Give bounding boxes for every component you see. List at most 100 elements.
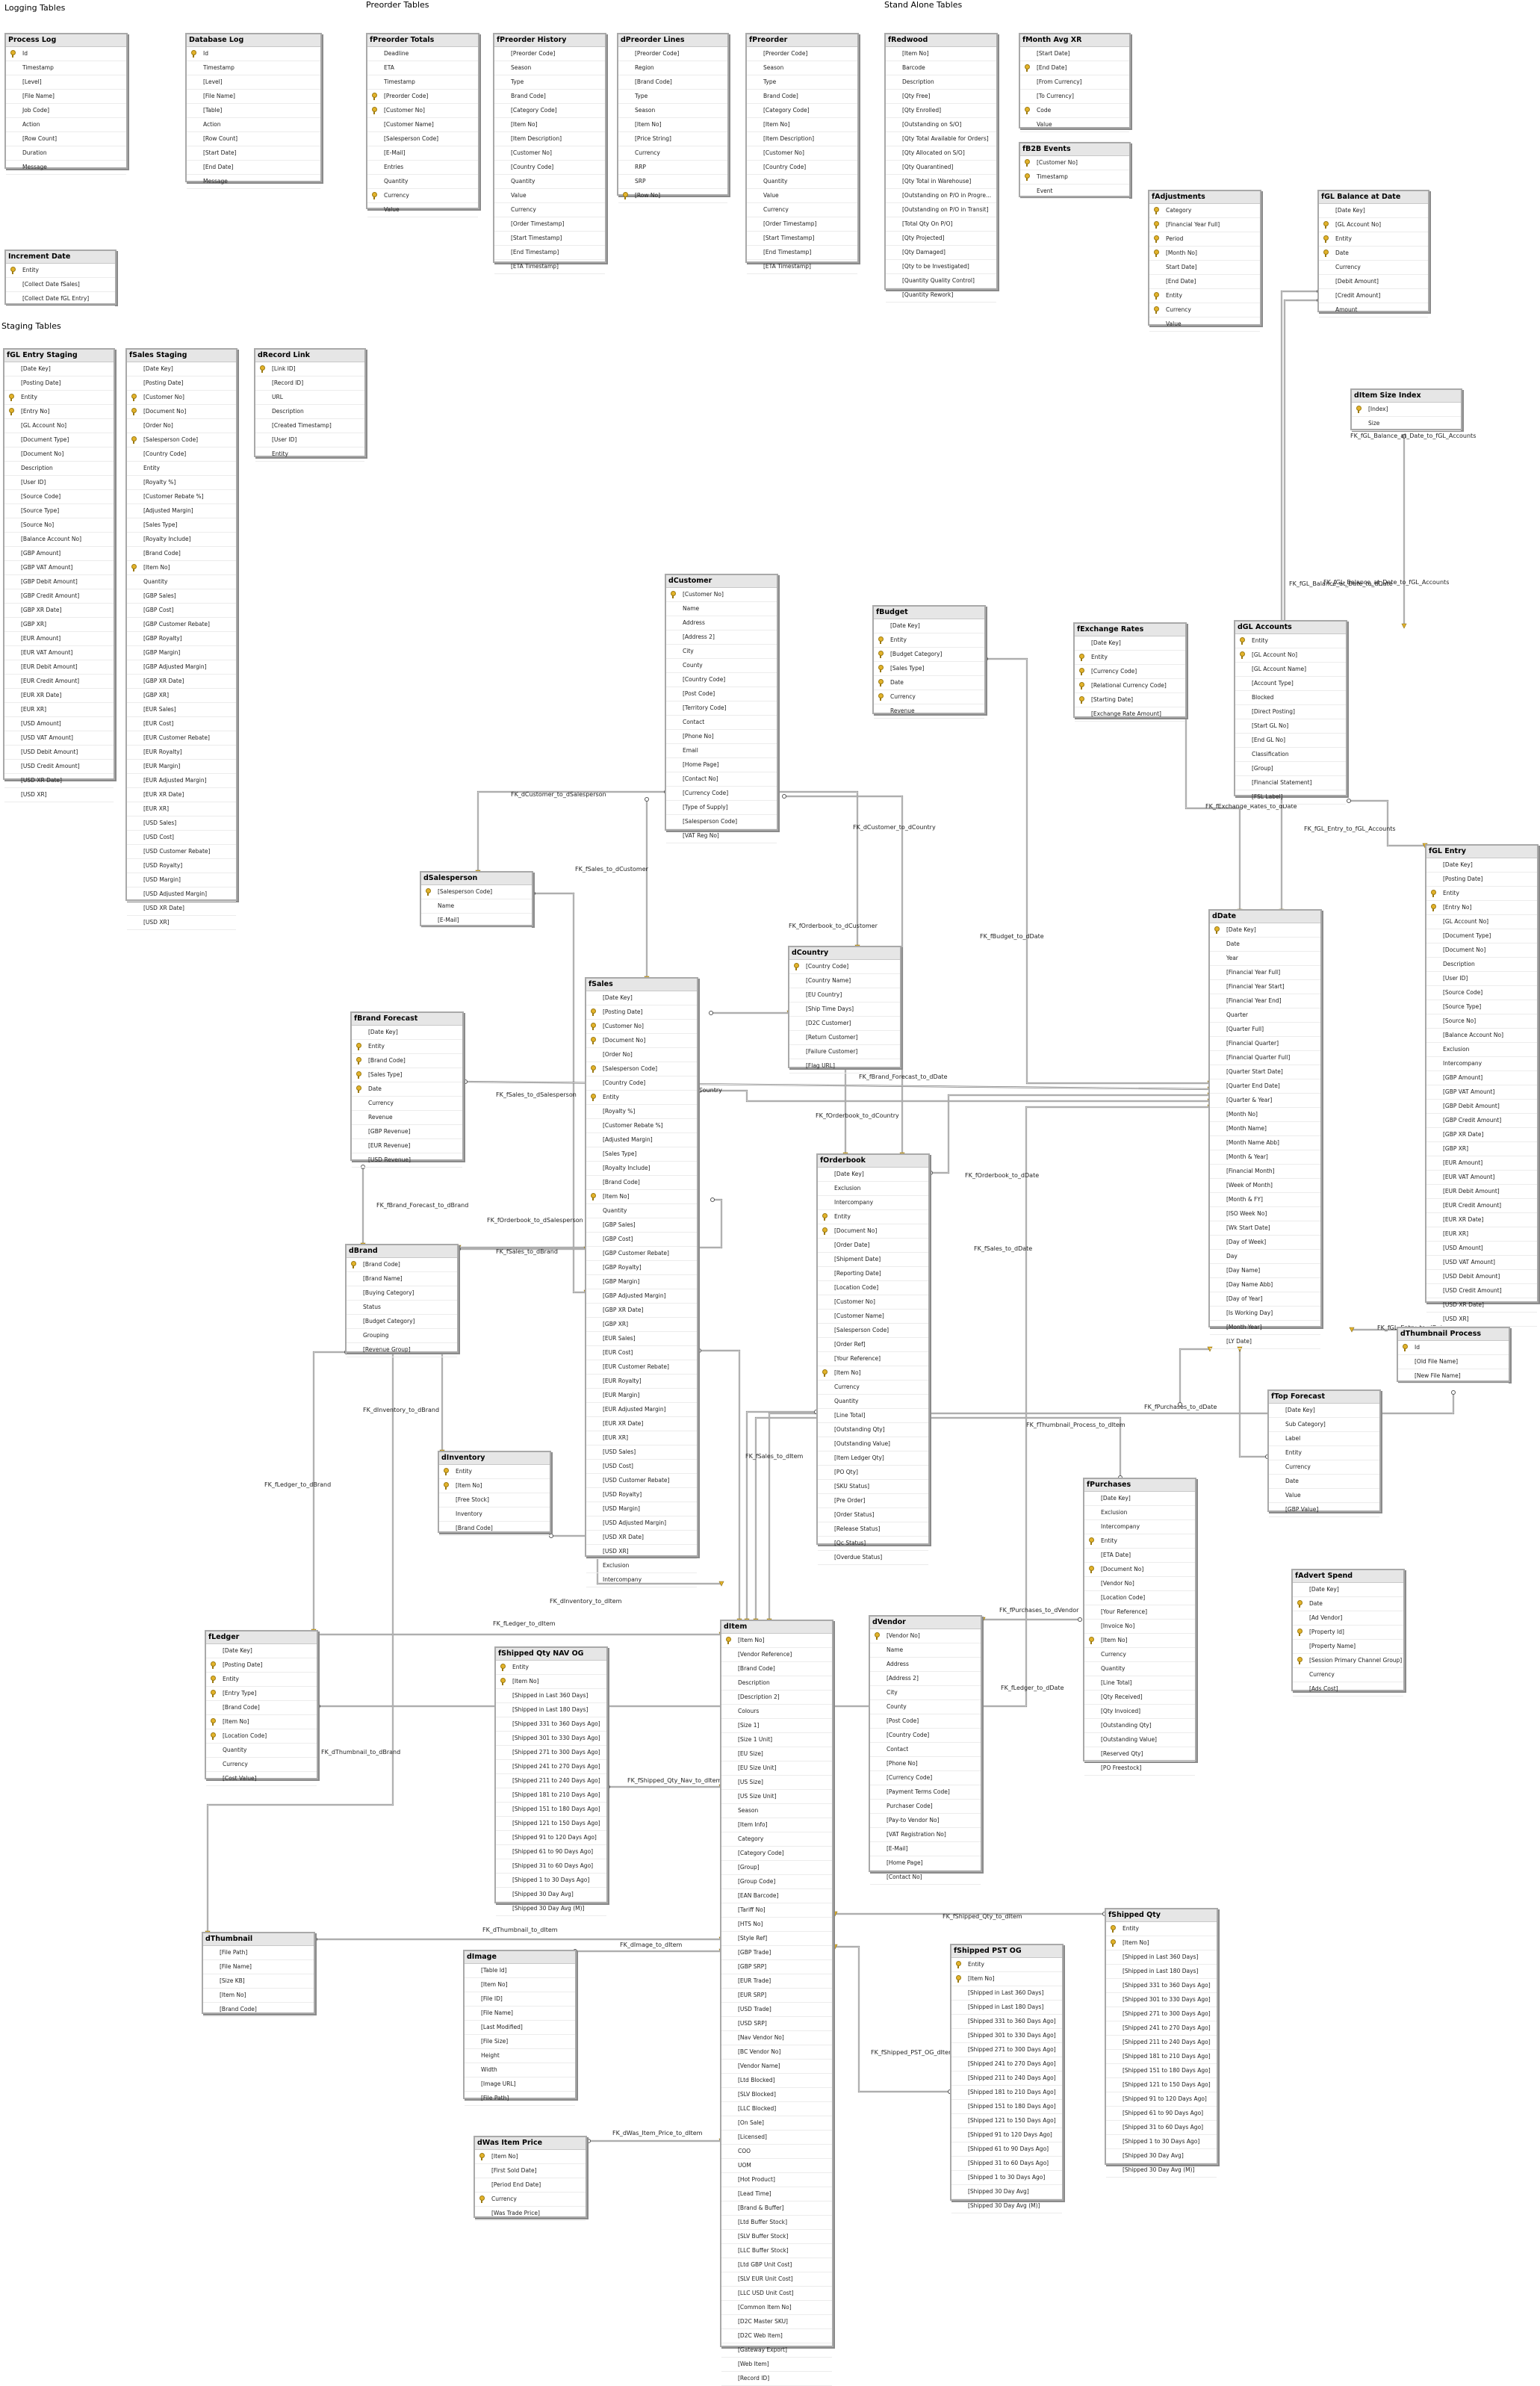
table-column[interactable]: [Financial Year Full] xyxy=(1210,966,1320,980)
relationship-line[interactable] xyxy=(644,797,650,982)
table-column[interactable]: Season xyxy=(494,61,605,75)
table-column[interactable]: [GBP XR Date] xyxy=(127,675,236,689)
table-column[interactable]: [Shipped 241 to 270 Days Ago] xyxy=(1106,2021,1217,2036)
table-column[interactable]: [Row No] xyxy=(618,189,727,203)
table-column[interactable]: [Shipped 61 to 90 Days Ago] xyxy=(951,2142,1062,2157)
table-column[interactable]: Exclusion xyxy=(1084,1506,1195,1520)
table-column[interactable]: [Item No] xyxy=(494,118,605,132)
table-column[interactable]: [VAT Registration No] xyxy=(870,1828,981,1842)
table-column[interactable]: [Account Type] xyxy=(1235,677,1346,691)
table-column[interactable]: [EU Size] xyxy=(721,1747,832,1761)
table-column[interactable]: [Qty Total Available for Orders] xyxy=(886,132,996,146)
table-column[interactable]: Revenue xyxy=(874,704,984,719)
table-column[interactable]: [Order Status] xyxy=(818,1508,928,1522)
table-column[interactable]: Period xyxy=(1149,232,1260,247)
table-column[interactable]: [D2C Web Item] xyxy=(721,2329,832,2343)
table-column[interactable]: [Quarter End Date] xyxy=(1210,1079,1320,1094)
table-column[interactable]: [Web Item] xyxy=(721,2358,832,2372)
table-column[interactable]: [EUR Amount] xyxy=(1426,1156,1537,1171)
table-column[interactable]: [Shipped 211 to 240 Days Ago] xyxy=(1106,2036,1217,2050)
table-column[interactable]: [Qty Invoiced] xyxy=(1084,1705,1195,1719)
table-column[interactable]: [Document Type] xyxy=(1426,929,1537,943)
relationship-line[interactable] xyxy=(314,1632,724,1637)
table-column[interactable]: Timestamp xyxy=(367,75,478,90)
table-column[interactable]: [Order No] xyxy=(127,419,236,433)
table-column[interactable]: Blocked xyxy=(1235,691,1346,705)
table-column[interactable]: [Source Code] xyxy=(1426,986,1537,1000)
table-column[interactable]: [End Date] xyxy=(1020,61,1129,75)
table-column[interactable]: [USD XR] xyxy=(1426,1313,1537,1327)
table-column[interactable]: [Start GL No] xyxy=(1235,719,1346,734)
table-column[interactable]: [Shipped 30 Day Avg] xyxy=(1106,2149,1217,2163)
table-column[interactable]: [Order Ref] xyxy=(818,1338,928,1352)
table-column[interactable]: [Failure Customer] xyxy=(789,1045,900,1059)
table-column[interactable]: [User ID] xyxy=(255,433,364,447)
table-title[interactable]: fRedwood xyxy=(886,34,996,47)
table-column[interactable]: [Ltd GBP Unit Cost] xyxy=(721,2258,832,2272)
table-column[interactable]: [SLV Blocked] xyxy=(721,2088,832,2102)
table-column[interactable]: [Brand Code] xyxy=(206,1701,317,1715)
table-title[interactable]: dBrand xyxy=(347,1245,457,1258)
table-column[interactable]: [USD Sales] xyxy=(586,1445,697,1460)
table-column[interactable]: [Date Key] xyxy=(1269,1404,1379,1418)
table-dsalesperson[interactable]: dSalesperson[Salesperson Code]Name[E-Mai… xyxy=(420,871,533,928)
table-column[interactable]: [Ship Time Days] xyxy=(789,1003,900,1017)
table-column[interactable]: [Property Name] xyxy=(1293,1640,1403,1654)
table-column[interactable]: [EUR XR] xyxy=(4,703,114,717)
table-column[interactable]: [Shipped 30 Day Avg (M)] xyxy=(496,1902,606,1916)
table-column[interactable]: [Item No] xyxy=(747,118,857,132)
table-column[interactable]: [Wk Start Date] xyxy=(1210,1221,1320,1236)
table-column[interactable]: [Date Key] xyxy=(1210,923,1320,938)
table-column[interactable]: [Brand Code] xyxy=(203,2003,314,2017)
table-title[interactable]: fBrand Forecast xyxy=(352,1013,462,1026)
table-column[interactable]: [Sales Type] xyxy=(127,518,236,533)
table-column[interactable]: [LY Date] xyxy=(1210,1335,1320,1349)
table-column[interactable]: [EUR XR Date] xyxy=(4,689,114,703)
table-column[interactable]: [Customer Name] xyxy=(818,1310,928,1324)
table-column[interactable]: [Start Timestamp] xyxy=(494,232,605,246)
table-column[interactable]: Classification xyxy=(1235,748,1346,762)
table-column[interactable]: [Phone No] xyxy=(870,1757,981,1771)
table-column[interactable]: [Invoice No] xyxy=(1084,1620,1195,1634)
table-column[interactable]: [File Name] xyxy=(187,90,320,104)
table-column[interactable]: [Shipped 30 Day Avg] xyxy=(951,2185,1062,2199)
table-column[interactable]: [Description 2] xyxy=(721,1691,832,1705)
table-column[interactable]: [Shipped 30 Day Avg] xyxy=(496,1888,606,1902)
table-column[interactable]: [Payment Terms Code] xyxy=(870,1785,981,1800)
table-fsales-staging[interactable]: fSales Staging[Date Key][Posting Date][C… xyxy=(125,348,237,930)
table-column[interactable]: [Relational Currency Code] xyxy=(1075,679,1185,693)
table-column[interactable]: [Shipped 1 to 30 Days Ago] xyxy=(1106,2135,1217,2149)
table-column[interactable]: [Shipment Date] xyxy=(818,1253,928,1267)
table-title[interactable]: Increment Date xyxy=(6,251,115,264)
table-column[interactable]: [Address 2] xyxy=(870,1672,981,1686)
table-column[interactable]: Exclusion xyxy=(1426,1043,1537,1057)
table-column[interactable]: [Reporting Date] xyxy=(818,1267,928,1281)
table-column[interactable]: [USD Sales] xyxy=(127,816,236,831)
table-column[interactable]: [Brand Code] xyxy=(352,1054,462,1068)
table-column[interactable]: [Lead Time] xyxy=(721,2187,832,2201)
table-column[interactable]: [Month No] xyxy=(1210,1108,1320,1122)
table-column[interactable]: [USD Credit Amount] xyxy=(1426,1284,1537,1298)
table-column[interactable]: Deadline xyxy=(367,47,478,61)
table-column[interactable]: [Shipped 331 to 360 Days Ago] xyxy=(951,2015,1062,2029)
table-column[interactable]: [GBP Adjusted Margin] xyxy=(127,660,236,675)
table-column[interactable]: [Salesperson Code] xyxy=(586,1062,697,1076)
table-column[interactable]: [EUR Cost] xyxy=(586,1346,697,1360)
table-column[interactable]: [Date Key] xyxy=(1084,1492,1195,1506)
table-column[interactable]: [Balance Account No] xyxy=(1426,1029,1537,1043)
table-column[interactable]: [EUR XR Date] xyxy=(1426,1213,1537,1227)
table-column[interactable]: [Pre Order] xyxy=(818,1494,928,1508)
table-column[interactable]: [End Date] xyxy=(187,161,320,175)
table-column[interactable]: [Document No] xyxy=(4,447,114,462)
table-column[interactable]: [EUR Royalty] xyxy=(586,1375,697,1389)
table-column[interactable]: [Posting Date] xyxy=(206,1658,317,1673)
table-column[interactable]: [Entry No] xyxy=(4,405,114,419)
table-column[interactable]: Grouping xyxy=(347,1329,457,1343)
table-column[interactable]: [Day of Year] xyxy=(1210,1292,1320,1307)
table-column[interactable]: [Was Trade Price] xyxy=(475,2207,586,2221)
table-column[interactable]: [Document Type] xyxy=(4,433,114,447)
table-column[interactable]: [Financial Year Start] xyxy=(1210,980,1320,994)
